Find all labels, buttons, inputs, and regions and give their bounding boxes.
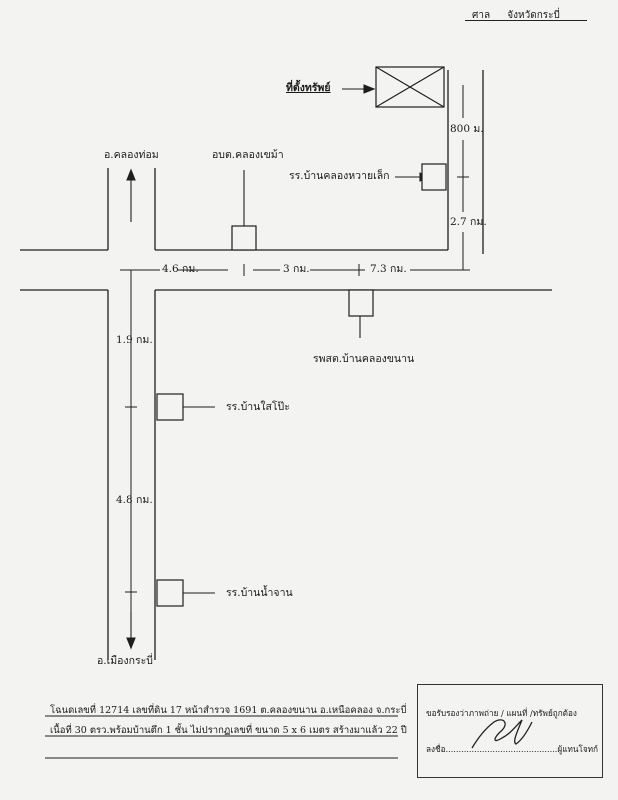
clinic-building-icon [348, 289, 374, 317]
signature-icon [471, 719, 533, 749]
arrow-down-icon [126, 637, 136, 650]
distance-4-8km: 4.8 กม. [116, 494, 153, 506]
label-school-sai-pia: รร.บ้านใสโป๊ะ [226, 401, 290, 413]
distance-1-9km: 1.9 กม. [116, 334, 153, 346]
deed-line-2: เนื้อที่ 30 ตรว.พร้อมบ้านตึก 1 ชั้น ไม่ป… [50, 725, 407, 736]
certification-text: ขอรับรองว่าภาพถ่าย / แผนที่ /ทรัพย์ถูกต้… [426, 708, 577, 718]
distance-7-3km: 7.3 กม. [370, 263, 407, 275]
province-label: จังหวัดกระบี่ [507, 10, 560, 21]
school-khlong-hwai-icon [421, 163, 447, 191]
school-nam-chan-icon [156, 579, 184, 607]
label-clinic: รพสต.บ้านคลองขนาน [313, 353, 415, 365]
certification-box: ขอรับรองว่าภาพถ่าย / แผนที่ /ทรัพย์ถูกต้… [417, 684, 603, 778]
distance-2-7km: 2.7 กม. [450, 216, 487, 228]
signature-line: ลงชื่อ..................................… [426, 744, 599, 754]
label-mueang-krabi: อ.เมืองกระบี่ [97, 655, 153, 667]
label-school-nam-chan: รร.บ้านน้ำจาน [226, 587, 293, 599]
header-underline [465, 20, 587, 21]
court-label: ศาล [472, 10, 491, 21]
deed-line-1: โฉนดเลขที่ 12714 เลขที่ดิน 17 หน้าสำรวจ … [50, 705, 407, 716]
school-sai-pia-icon [156, 393, 184, 421]
obt-building-icon [231, 225, 257, 251]
distance-4-6km: 4.6 กม. [162, 263, 199, 275]
arrow-up-icon [126, 168, 136, 181]
distance-3km: 3 กม. [283, 263, 310, 275]
label-khlong-thom: อ.คลองท่อม [104, 149, 159, 161]
label-obt: อบต.คลองเขม้า [212, 149, 284, 161]
property-label: ที่ตั้งทรัพย์ [286, 82, 331, 94]
distance-800m: 800 ม. [450, 123, 484, 135]
arrow-right-icon [363, 84, 376, 94]
label-school-khlong-hwai: รร.บ้านคลองหวายเล็ก [289, 170, 390, 182]
court-header: ศาล จังหวัดกระบี่ [472, 8, 574, 23]
